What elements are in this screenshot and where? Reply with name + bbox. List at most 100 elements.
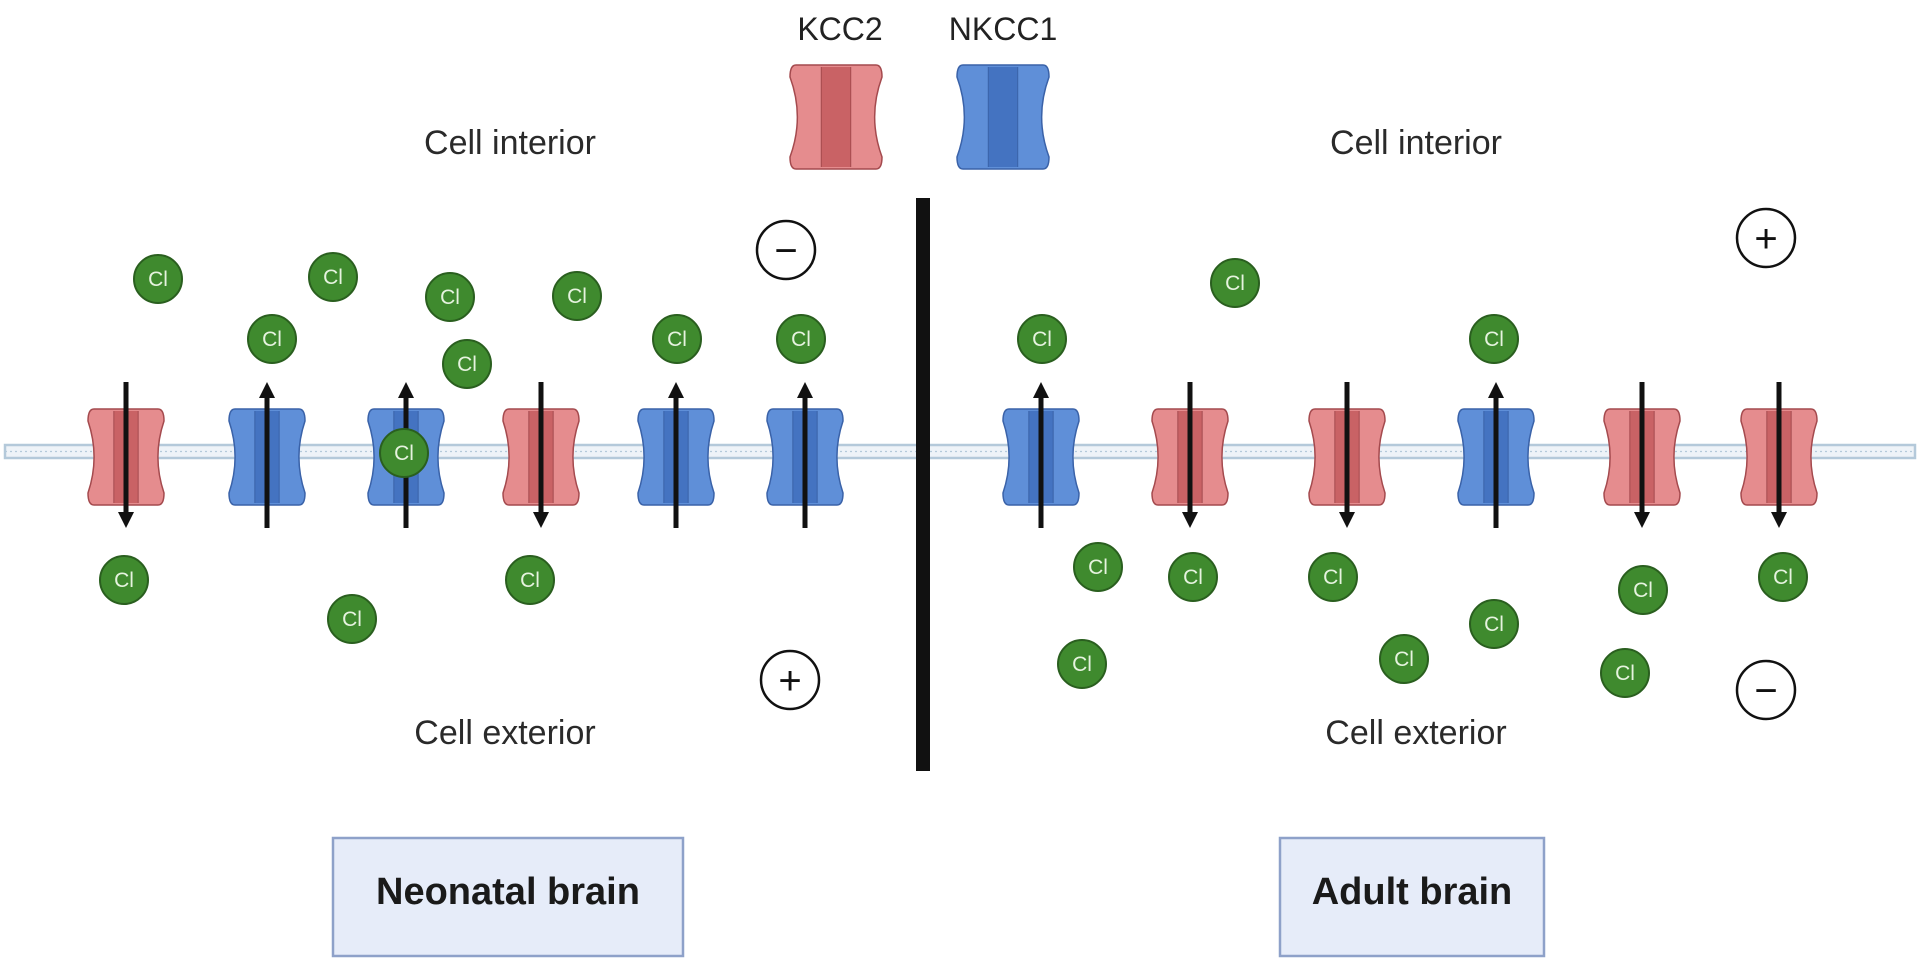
neonatal-exterior-label: Cell exterior [414, 714, 595, 752]
efflux-arrow [1771, 382, 1787, 528]
chloride-ion: Cl [1379, 634, 1429, 684]
adult-interior-charge: + [1735, 207, 1797, 269]
arrow-head [1033, 382, 1049, 398]
chloride-ion-label: Cl [323, 266, 343, 289]
chloride-ion: Cl [308, 252, 358, 302]
chloride-ion-label: Cl [1032, 328, 1052, 351]
title-box-border [1278, 836, 1546, 958]
adult-title-box: Adult brain [1278, 836, 1546, 958]
chloride-ion-label: Cl [1323, 566, 1343, 589]
charge-circle [759, 649, 821, 711]
chloride-ion-label: Cl [394, 442, 414, 465]
chloride-ion: Cl [425, 272, 475, 322]
chloride-ion-body [1210, 258, 1260, 308]
chloride-ion-body [425, 272, 475, 322]
legend-nkcc1-label: NKCC1 [949, 11, 1057, 47]
chloride-ion: Cl [505, 555, 555, 605]
transporter-pore [988, 67, 1018, 167]
nkcc1-transporter [956, 64, 1050, 170]
chloride-ion: Cl [776, 314, 826, 364]
chloride-ion-label: Cl [114, 569, 134, 592]
chloride-ion-body [552, 271, 602, 321]
influx-arrow [668, 382, 684, 528]
chloride-ion-body [1308, 552, 1358, 602]
chloride-ion-body [1618, 565, 1668, 615]
chloride-ion: Cl [1469, 314, 1519, 364]
chloride-ion: Cl [1168, 552, 1218, 602]
chloride-ion-label: Cl [262, 328, 282, 351]
chloride-ion-body [776, 314, 826, 364]
chloride-ion: Cl [1758, 552, 1808, 602]
neonatal-transporters [87, 382, 844, 528]
chloride-ion-body [1073, 542, 1123, 592]
chloride-ion: Cl [379, 428, 429, 478]
legend-kcc2-icon [789, 64, 883, 170]
chloride-ion-body [652, 314, 702, 364]
influx-arrow [1488, 382, 1504, 528]
adult-exterior-charge: − [1735, 659, 1797, 721]
charge-circle [755, 219, 817, 281]
chloride-ion-body [379, 428, 429, 478]
chloride-ion: Cl [1017, 314, 1067, 364]
legend-kcc2-label: KCC2 [797, 11, 882, 47]
chloride-ion-body [1469, 599, 1519, 649]
adult-interior-label: Cell interior [1330, 124, 1502, 162]
arrow-head [797, 382, 813, 398]
chloride-ion: Cl [1210, 258, 1260, 308]
chloride-ion: Cl [327, 594, 377, 644]
arrow-head [1339, 512, 1355, 528]
charge-sign: − [1754, 669, 1777, 713]
neonatal-exterior-charge: + [759, 649, 821, 711]
chloride-ion: Cl [1057, 639, 1107, 689]
arrow-head [1771, 512, 1787, 528]
chloride-ion: Cl [552, 271, 602, 321]
chloride-ion: Cl [1308, 552, 1358, 602]
arrow-head [398, 382, 414, 398]
cell-membrane [3, 443, 1917, 460]
adult-title: Adult brain [1312, 871, 1513, 913]
chloride-ion-body [99, 555, 149, 605]
chloride-ion: Cl [99, 555, 149, 605]
chloride-ion-body [1017, 314, 1067, 364]
chloride-ion-label: Cl [457, 353, 477, 376]
arrow-head [533, 512, 549, 528]
legend-nkcc1-icon [956, 64, 1050, 170]
chloride-ion: Cl [1073, 542, 1123, 592]
chloride-ion-body [308, 252, 358, 302]
neonatal-title-box: Neonatal brain [331, 836, 685, 958]
title-box-border [331, 836, 685, 958]
chloride-ion: Cl [1600, 648, 1650, 698]
charge-sign: + [778, 659, 801, 703]
chloride-ion-body [133, 254, 183, 304]
chloride-ion-body [327, 594, 377, 644]
chloride-ion: Cl [442, 339, 492, 389]
chloride-ion: Cl [133, 254, 183, 304]
influx-arrow [797, 382, 813, 528]
arrow-head [668, 382, 684, 398]
legend: KCC2 NKCC1 [789, 11, 1057, 170]
chloride-ion-label: Cl [342, 608, 362, 631]
chloride-ion-label: Cl [791, 328, 811, 351]
arrow-head [1488, 382, 1504, 398]
arrow-head [1182, 512, 1198, 528]
chloride-ion-label: Cl [1072, 653, 1092, 676]
chloride-ion-label: Cl [1394, 648, 1414, 671]
arrow-head [259, 382, 275, 398]
chloride-ion-body [1758, 552, 1808, 602]
charge-sign: − [774, 229, 797, 273]
chloride-ion-label: Cl [1773, 566, 1793, 589]
panel-divider [916, 198, 930, 771]
arrow-head [1634, 512, 1650, 528]
chloride-ion-label: Cl [1225, 272, 1245, 295]
chloride-ion-label: Cl [1484, 328, 1504, 351]
chloride-ion-label: Cl [1183, 566, 1203, 589]
chloride-ion-body [442, 339, 492, 389]
efflux-arrow [1182, 382, 1198, 528]
efflux-arrow [1634, 382, 1650, 528]
chloride-ion-body [1379, 634, 1429, 684]
efflux-arrow [118, 382, 134, 528]
